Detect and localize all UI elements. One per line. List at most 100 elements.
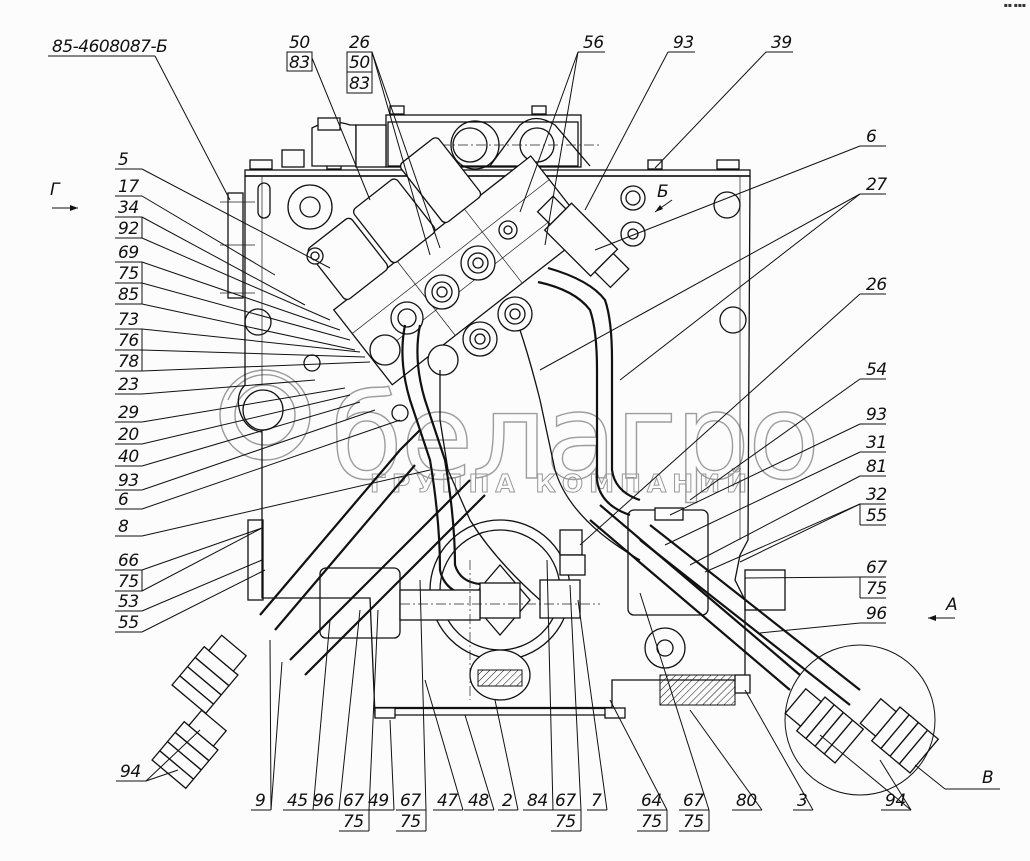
callout-right-54: 54 — [689, 360, 887, 501]
callout-label: 8 — [118, 517, 129, 537]
callout-bottom-45: 45 — [283, 619, 331, 811]
callout-label: 45 — [287, 791, 308, 811]
callout-label: 53 — [118, 592, 139, 612]
callout-left-29: 29 — [115, 387, 346, 423]
callout-label: 78 — [118, 352, 139, 372]
callout-label: 80 — [736, 791, 757, 811]
callout-bottom-3: 3 — [744, 689, 814, 811]
callout-left-73: 73 — [115, 310, 361, 353]
callout-label: 75 — [866, 579, 887, 599]
callout-left-40: 40 — [115, 401, 361, 467]
watermark-logo-ring-outer — [219, 369, 311, 461]
connector-left-upper — [171, 634, 248, 715]
callout-left-76: 76 — [115, 329, 366, 358]
callout-left-93: 93 — [115, 409, 376, 491]
callout-left-53: 53 — [115, 559, 263, 612]
callout-label: 75 — [118, 264, 139, 284]
callout-left-17: 17 — [115, 177, 276, 276]
callouts-top: 50 83 26 50 83 56 93 39 — [286, 33, 793, 256]
callout-label: 31 — [866, 433, 887, 453]
callout-label: 75 — [683, 812, 704, 832]
callout-label: 93 — [118, 471, 139, 491]
callout-right-27: 27 — [539, 175, 888, 381]
callout-label: 75 — [555, 812, 576, 832]
callout-right-31: 31 — [664, 433, 887, 546]
callout-label: 55 — [866, 506, 887, 526]
view-markers: Г Б А В — [50, 180, 1000, 790]
callout-left-20: 20 — [115, 394, 351, 445]
callout-label: 5 — [118, 150, 128, 170]
callout-bottom-96: 96 — [309, 609, 361, 811]
view-marker-v: В — [982, 768, 993, 788]
connector-right-1 — [784, 687, 865, 764]
view-marker-a: А — [945, 595, 957, 615]
callout-label: 55 — [118, 613, 139, 633]
callout-left-23: 23 — [115, 375, 316, 395]
callout-label: 56 — [583, 33, 604, 53]
callout-label: 20 — [118, 425, 139, 445]
callout-label: 48 — [468, 791, 489, 811]
callout-label: 6 — [866, 127, 877, 147]
callout-label: 93 — [866, 405, 887, 425]
callout-left-69: 69 — [115, 243, 341, 331]
callout-label: 75 — [400, 812, 421, 832]
callout-label: 83 — [349, 74, 370, 94]
callout-right-93: 93 — [669, 405, 887, 516]
callout-label: 96 — [866, 604, 887, 624]
detail-circle-v — [784, 644, 936, 796]
callout-label: 92 — [118, 219, 139, 239]
callout-bottom-80: 80 — [689, 709, 763, 811]
callout-right-26: 26 — [579, 275, 888, 546]
view-marker-g: Г — [50, 180, 61, 200]
callout-left-75: 75 — [115, 527, 263, 592]
callout-left-75: 75 — [115, 262, 351, 341]
callout-label: 94 — [120, 762, 141, 782]
callout-label: 96 — [313, 791, 334, 811]
watermark: белагро ГРУППА КОМПАНИЙ — [219, 367, 821, 507]
callout-label: 93 — [673, 33, 694, 53]
watermark-logo-ring-inner — [234, 384, 296, 446]
callout-left-92: 92 — [115, 217, 331, 321]
callout-label: 66 — [118, 551, 139, 571]
callout-bottom-47: 47 — [424, 679, 464, 811]
housing — [220, 105, 751, 716]
callout-label: 69 — [118, 243, 139, 263]
callout-bottom-2: 2 — [494, 699, 519, 811]
callout-label: 29 — [118, 403, 139, 423]
callout-label: 54 — [866, 360, 887, 380]
callout-label: 83 — [289, 53, 310, 73]
callout-label: 27 — [866, 175, 887, 195]
callout-label: 81 — [866, 457, 887, 477]
view-marker-b: Б — [657, 182, 668, 202]
callout-label: 47 — [437, 791, 458, 811]
callout-bottom-7: 7 — [577, 599, 608, 811]
connector-left-lower — [151, 709, 228, 790]
part-number: 85-4608087-Б — [52, 37, 167, 57]
callout-label: 9 — [255, 791, 265, 811]
callout-left-6: 6 — [115, 419, 401, 510]
callout-bottom-49: 49 — [364, 719, 395, 811]
callout-label: 34 — [118, 198, 139, 218]
callout-bottom-9: 9 — [251, 639, 283, 811]
callout-label: 84 — [527, 791, 548, 811]
callout-label: 67 — [400, 791, 421, 811]
callout-label: 85 — [118, 285, 139, 305]
callout-label: 75 — [641, 812, 662, 832]
callout-label: 73 — [118, 310, 139, 330]
callout-left-78: 78 — [115, 350, 371, 372]
callout-left-66: 66 — [115, 527, 263, 571]
pressure-sensor — [536, 195, 630, 289]
callout-label: 67 — [343, 791, 364, 811]
callout-left-5: 5 — [115, 150, 331, 269]
callout-right-6: 6 — [594, 127, 886, 251]
callout-label: 6 — [118, 490, 129, 510]
watermark-brand: белагро — [330, 368, 818, 506]
callout-label: 67 — [555, 791, 576, 811]
callout-bottom-48: 48 — [464, 714, 495, 811]
top-bolts — [249, 105, 740, 170]
